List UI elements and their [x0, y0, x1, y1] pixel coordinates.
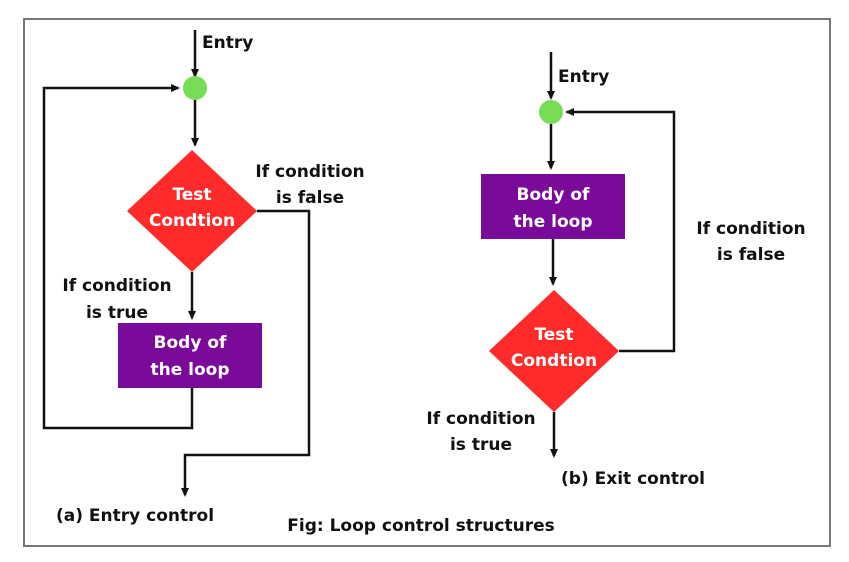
loop-body-label-a-line1: Body of: [154, 333, 227, 353]
loop-body-label-b-line1: Body of: [517, 185, 590, 205]
false-label-a-line2: is false: [276, 188, 344, 208]
entry-control-flowchart: Entry Test Condtion If condition is fals…: [42, 30, 365, 526]
entry-label-a: Entry: [202, 33, 253, 53]
figure-caption: Fig: Loop control structures: [287, 516, 554, 536]
figure-frame: [23, 18, 831, 547]
loop-back-line-b: [565, 108, 676, 353]
entry-label-b: Entry: [558, 67, 609, 87]
junction-node-b: [539, 100, 563, 124]
false-path-line-a: [181, 209, 311, 497]
caption-exit-control: (b) Exit control: [561, 469, 705, 489]
loop-body-label-b-line2: the loop: [513, 212, 592, 232]
false-label-b-line1: If condition: [696, 219, 805, 239]
loop-body-box-a: [118, 323, 262, 388]
test-condition-diamond-a: [127, 150, 257, 272]
false-label-a-line1: If condition: [255, 162, 364, 182]
loop-back-line-a: [42, 84, 194, 430]
test-condition-label-a-line1: Test: [172, 185, 211, 205]
false-label-b-line2: is false: [717, 245, 785, 265]
test-condition-diamond-b: [489, 290, 619, 412]
caption-entry-control: (a) Entry control: [56, 506, 214, 526]
true-label-a-line1: If condition: [62, 276, 171, 296]
test-condition-label-b-line2: Condtion: [511, 351, 597, 371]
test-condition-label-b-line1: Test: [534, 325, 573, 345]
true-label-a-line2: is true: [86, 303, 148, 323]
loop-body-box-b: [481, 174, 625, 239]
true-label-b-line1: If condition: [426, 409, 535, 429]
test-condition-label-a-line2: Condtion: [149, 211, 235, 231]
exit-control-flowchart: Entry Body of the loop Test Condtion If …: [426, 52, 806, 489]
junction-node-a: [183, 76, 207, 100]
loop-body-label-a-line2: the loop: [150, 360, 229, 380]
true-label-b-line2: is true: [450, 435, 512, 455]
